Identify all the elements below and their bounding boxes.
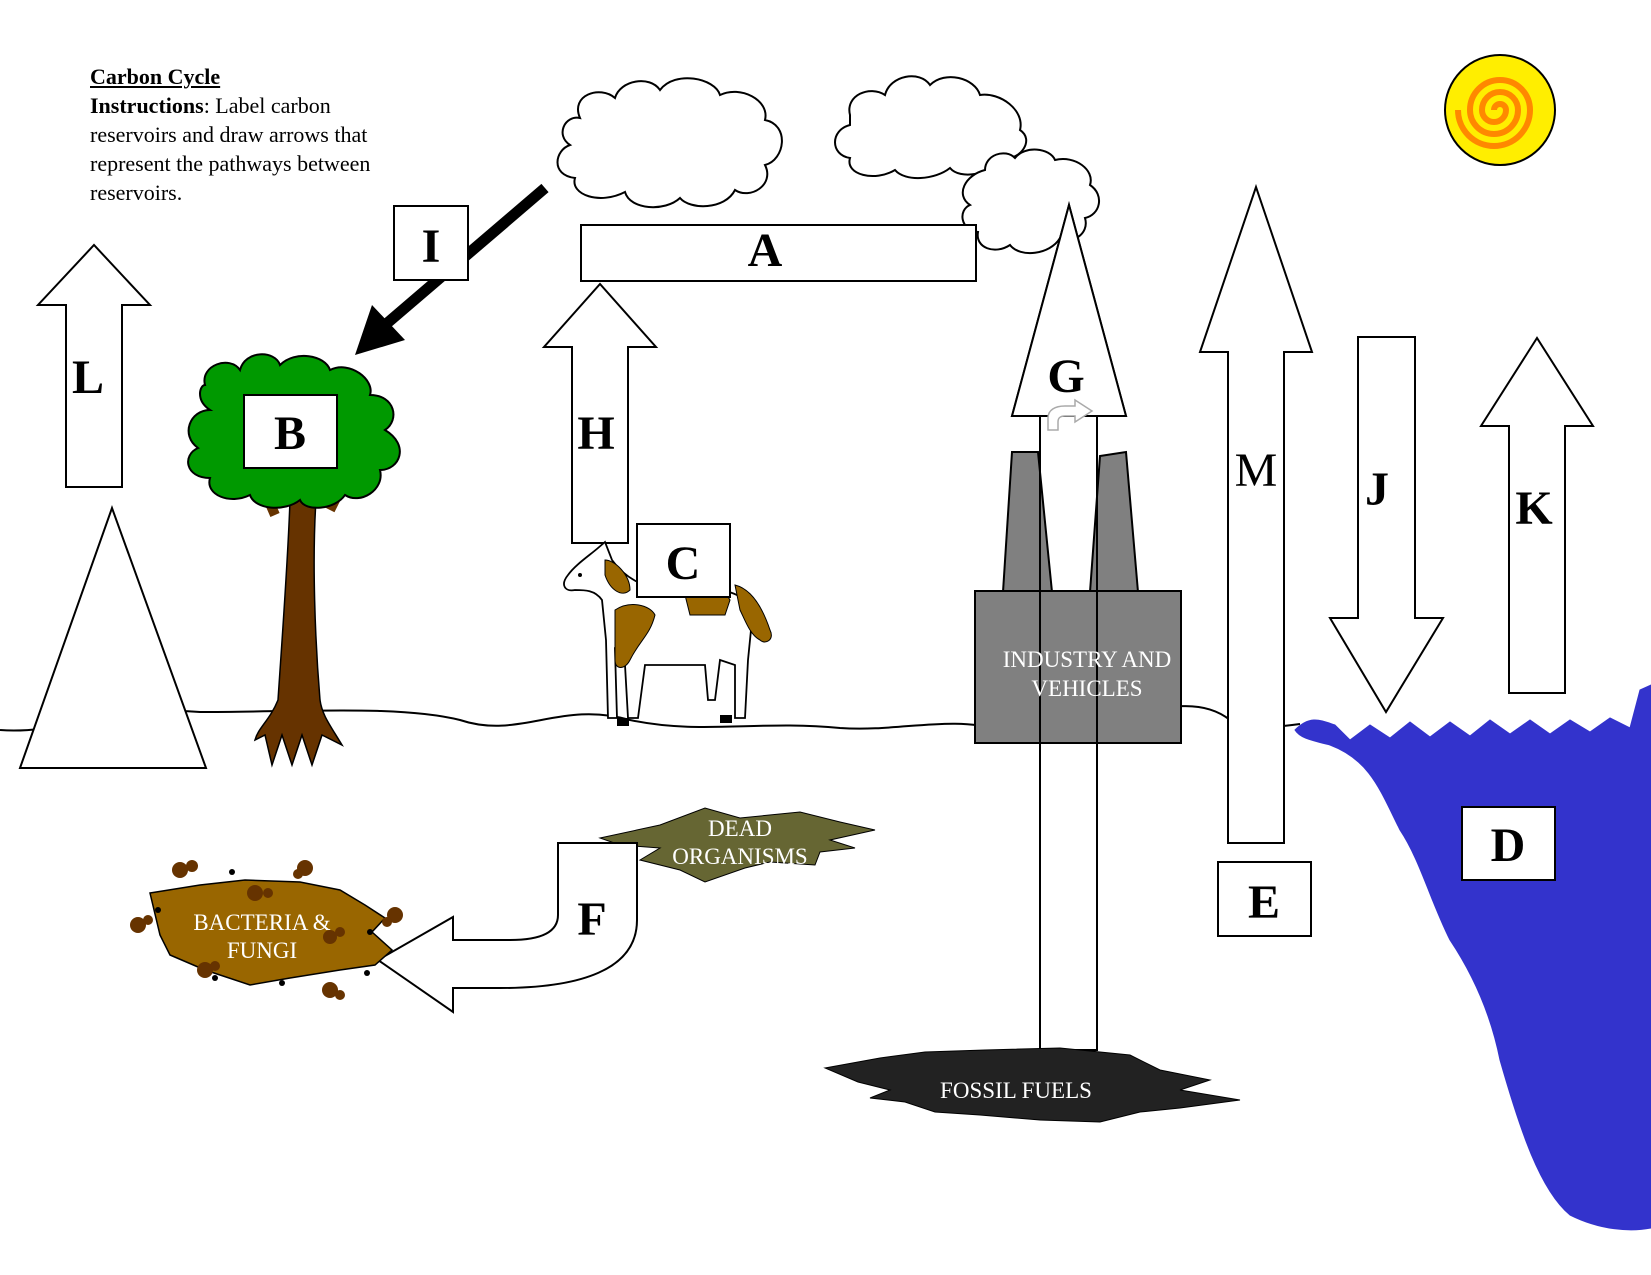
- label-box-d[interactable]: [1461, 806, 1556, 881]
- bacteria-fungi-shape: [149, 879, 394, 986]
- label-d-text: D: [1491, 819, 1526, 872]
- sun-icon: [1444, 54, 1556, 166]
- bacteria-caption-line1: BACTERIA &: [193, 910, 330, 935]
- arrow-m: [1198, 183, 1314, 844]
- label-f-text: F: [577, 893, 606, 946]
- industry-caption-line1: INDUSTRY AND: [1003, 647, 1171, 672]
- cloud-middle-icon: [834, 75, 1028, 180]
- ocean-shape: [1294, 684, 1651, 1231]
- instructions-text: Carbon Cycle Instructions: Label carbon …: [90, 62, 420, 207]
- label-i-text: I: [422, 220, 441, 273]
- small-curved-arrow-icon: [1047, 398, 1094, 431]
- label-k-text: K: [1515, 482, 1552, 535]
- arrow-h: [541, 282, 659, 544]
- soil-particles-icon: [130, 860, 403, 1000]
- cloud-left-icon: [556, 77, 783, 209]
- arrow-k: [1479, 336, 1595, 694]
- mountain-shape: [18, 505, 208, 769]
- dead-caption-line2: ORGANISMS: [672, 844, 807, 869]
- label-box-a[interactable]: [580, 224, 977, 282]
- label-g-text: G: [1047, 350, 1084, 403]
- label-h-text: H: [577, 407, 614, 460]
- label-c-text: C: [666, 537, 701, 590]
- dead-organisms-shape: [598, 807, 876, 883]
- industry-caption-line2: VEHICLES: [1031, 676, 1142, 701]
- instructions-body: : Label carbon reservoirs and draw arrow…: [90, 93, 371, 205]
- label-box-e[interactable]: [1217, 861, 1312, 937]
- arrow-f: [376, 842, 638, 1014]
- label-box-c[interactable]: [636, 523, 731, 598]
- factory-chimney-left: [1001, 451, 1054, 593]
- label-box-b[interactable]: [243, 394, 338, 469]
- label-l-text: L: [72, 351, 104, 404]
- dead-caption-line1: DEAD: [708, 816, 772, 841]
- arrow-l: [35, 243, 153, 488]
- label-box-i[interactable]: [393, 205, 469, 281]
- label-e-text: E: [1248, 876, 1280, 929]
- fossil-caption: FOSSIL FUELS: [940, 1078, 1092, 1103]
- factory-building: [974, 590, 1182, 744]
- arrow-j: [1328, 336, 1445, 714]
- label-j-text: J: [1365, 463, 1389, 516]
- fossil-fuels-shape: [823, 1047, 1241, 1123]
- label-m-text: M: [1235, 444, 1278, 497]
- label-b-text: B: [274, 407, 306, 460]
- bacteria-caption-line2: FUNGI: [227, 938, 297, 963]
- instructions-lead: Instructions: [90, 93, 204, 118]
- label-a-text: A: [748, 224, 783, 277]
- diagram-title: Carbon Cycle: [90, 64, 221, 89]
